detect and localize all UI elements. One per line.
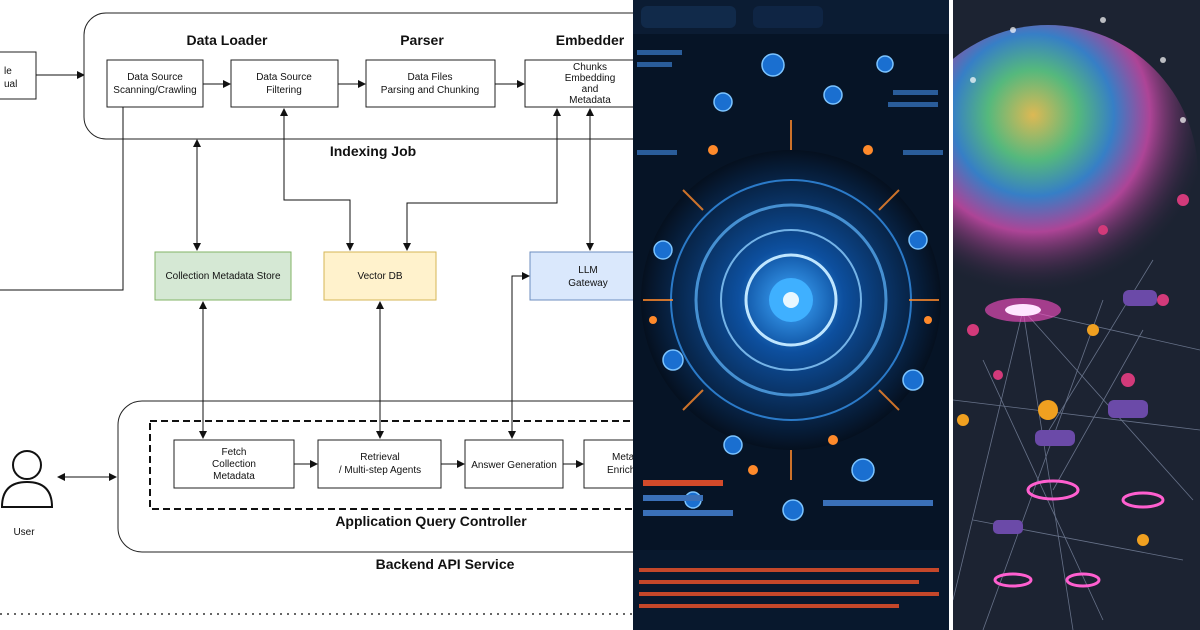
source-node-line2: ual	[4, 79, 17, 90]
retrieval-line1: Retrieval	[360, 452, 399, 463]
meta-enrich-box	[583, 439, 633, 489]
indexing-job-title: Indexing Job	[330, 143, 416, 159]
fetch-metadata-box	[173, 439, 295, 489]
parsing-box	[365, 59, 496, 108]
fetch-line1: Fetch	[221, 447, 246, 458]
connector	[403, 108, 561, 251]
answer-generation-label: Answer Generation	[471, 460, 557, 471]
meta-line2: Enrich	[607, 465, 633, 476]
data-loader-title: Data Loader	[187, 32, 268, 48]
embedding-line3: and	[582, 84, 599, 95]
embedding-line1: Chunks	[573, 62, 607, 73]
indexing-job-container	[83, 12, 633, 140]
source-node-line1: le	[4, 66, 12, 77]
embedding-line2: Embedding	[565, 73, 616, 84]
scanning-line2: Scanning/Crawling	[113, 85, 196, 96]
connector	[0, 107, 124, 291]
fetch-line3: Metadata	[213, 471, 255, 482]
parsing-line2: Parsing and Chunking	[381, 85, 479, 96]
query-controller-title: Application Query Controller	[335, 513, 527, 529]
user-icon	[0, 450, 54, 508]
parser-title: Parser	[400, 32, 444, 48]
fetch-line2: Collection	[212, 459, 256, 470]
query-controller-container	[149, 420, 633, 510]
vector-db	[323, 251, 437, 301]
retrieval-line2: / Multi-step Agents	[339, 465, 421, 476]
embedder-title: Embedder	[556, 32, 625, 48]
connector	[508, 272, 530, 439]
answer-generation-box	[464, 439, 564, 489]
filtering-box	[230, 59, 339, 108]
filtering-line1: Data Source	[256, 72, 312, 83]
collection-metadata-label: Collection Metadata Store	[165, 271, 281, 282]
parsing-line1: Data Files	[407, 72, 452, 83]
embedding-line4: Metadata	[569, 95, 611, 106]
llm-gateway	[529, 251, 633, 301]
network-graph-illustration	[953, 0, 1200, 630]
collection-metadata-store	[154, 251, 292, 301]
llm-label-line2: Gateway	[568, 278, 607, 289]
filtering-line2: Filtering	[266, 85, 302, 96]
scanning-box	[106, 59, 204, 108]
architecture-diagram: le ual Data Loader Parser Embedder Index…	[0, 12, 633, 615]
llm-label-line1: LLM	[578, 265, 597, 276]
meta-line1: Meta	[612, 452, 633, 463]
ai-interface-illustration	[633, 0, 949, 630]
vector-db-label: Vector DB	[357, 271, 402, 282]
diagram-canvas: le ual Data Loader Parser Embedder Index…	[0, 12, 633, 615]
retrieval-box	[317, 439, 442, 489]
scanning-line1: Data Source	[127, 72, 183, 83]
connector	[280, 108, 354, 251]
embedding-box	[524, 59, 633, 108]
user-label: User	[13, 527, 35, 538]
backend-api-title: Backend API Service	[376, 556, 515, 572]
panel-gap	[949, 0, 953, 630]
